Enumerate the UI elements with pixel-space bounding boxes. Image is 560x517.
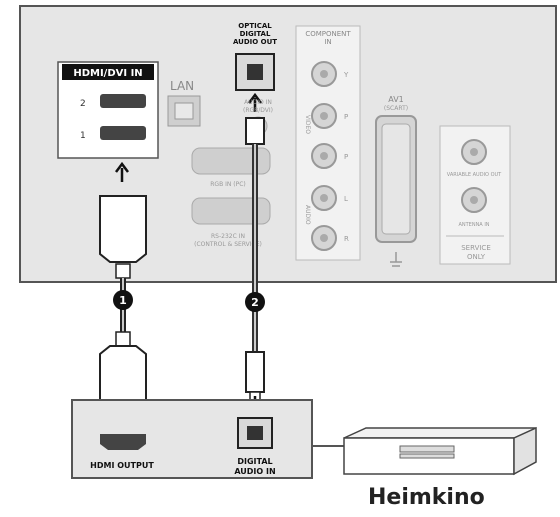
hdmi-port-2-label: 2 [80,99,86,109]
hdmi-dvi-in-panel: HDMI/DVI IN 2 1 [57,61,159,159]
hdmi-output-label: HDMI OUTPUT [90,461,154,470]
variable-audio-label: VARIABLE AUDIO OUT [447,172,502,178]
ground-icon [390,252,402,267]
optical-arrow-icon [248,92,262,112]
hdmi-plug-top [99,195,147,263]
optical-out-label-3: AUDIO OUT [233,38,277,46]
hdmi-dvi-in-label: HDMI/DVI IN [73,68,142,79]
step-2-marker [245,292,265,312]
hdmi-arrow-icon [115,161,129,182]
step-1-marker [113,290,133,310]
component-r-label: R [344,235,349,243]
antenna-in-label: ANTENNA IN [458,222,489,228]
optical-plug-bottom [245,351,265,393]
digital-audio-in-label-2: AUDIO IN [234,467,275,476]
hdmi-output-port[interactable] [100,434,146,450]
component-label-2: IN [324,38,331,46]
home-cinema-device [343,426,537,476]
hdmi-port-1[interactable] [100,126,146,140]
av1-label: AV1 [388,95,404,104]
optical-plug-top [245,117,265,145]
component-label-1: COMPONENT [305,30,351,38]
digital-audio-in-label-1: DIGITAL [237,457,272,466]
rs232c-label-2: (CONTROL & SERVICE) [194,241,262,248]
audio-in-label-1: AUDIO IN [244,99,272,106]
device-name: Heimkino [368,485,485,510]
rgb-in-label: RGB IN (PC) [210,181,246,188]
component-in-panel [295,25,361,261]
component-audio-label: AUDIO [304,205,311,225]
optical-out-label-1: OPTICAL [238,22,272,30]
optical-out-label-2: DIGITAL [240,30,271,38]
rs232c-label-1: RS-232C IN [211,233,245,240]
service-label-2: ONLY [467,253,486,261]
component-video-label: VIDEO [304,115,311,134]
lan-label: LAN [170,79,194,93]
component-y-label: Y [343,71,349,79]
step-1-label: 1 [119,294,127,307]
component-pr-label: P [344,153,348,161]
service-label-1: SERVICE [461,244,491,252]
audio-in-label-2: (RGB/DVI) [243,107,273,114]
av1-sub-label: (SCART) [384,105,408,112]
component-pb-label: P [344,113,348,121]
component-l-label: L [344,195,348,203]
rgb-in-port[interactable] [191,147,271,175]
hdmi-port-1-label: 1 [80,131,86,141]
step-2-label: 2 [251,296,259,309]
rs232c-port[interactable] [191,197,271,225]
hdmi-port-2[interactable] [100,94,146,108]
